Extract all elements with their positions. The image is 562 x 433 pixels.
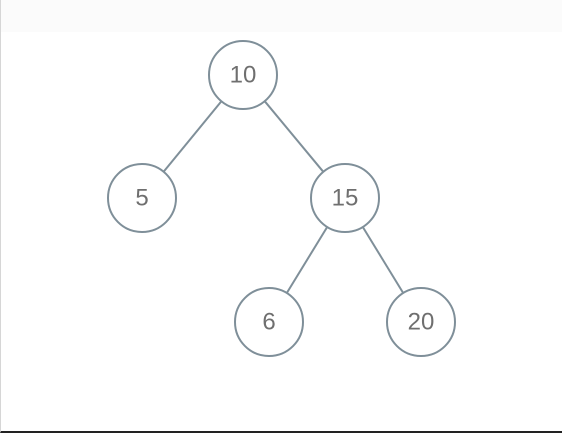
tree-node-label: 10 <box>230 61 257 88</box>
tree-node-label: 15 <box>332 184 359 211</box>
tree-node-circle <box>208 40 278 110</box>
tree-edges <box>162 100 405 294</box>
tree-nodes: 10 5 15 6 20 <box>107 40 456 357</box>
tree-edge-n15-n6 <box>285 226 329 294</box>
tree-node-circle <box>234 287 304 357</box>
tree-edge-n15-n20 <box>361 226 405 294</box>
tree-edge-n10-n5 <box>162 100 223 173</box>
tree-node-label: 20 <box>408 308 435 335</box>
tree-node-20: 20 <box>386 287 456 357</box>
tree-node-15: 15 <box>310 163 380 233</box>
tree-node-circle <box>386 287 456 357</box>
top-strip <box>1 0 562 32</box>
tree-node-label: 6 <box>262 308 275 335</box>
tree-node-circle <box>107 163 177 233</box>
tree-node-10: 10 <box>208 40 278 110</box>
tree-node-label: 5 <box>135 184 148 211</box>
tree-node-5: 5 <box>107 163 177 233</box>
tree-node-circle <box>310 163 380 233</box>
tree-edge-n10-n15 <box>263 100 325 173</box>
tree-node-6: 6 <box>234 287 304 357</box>
